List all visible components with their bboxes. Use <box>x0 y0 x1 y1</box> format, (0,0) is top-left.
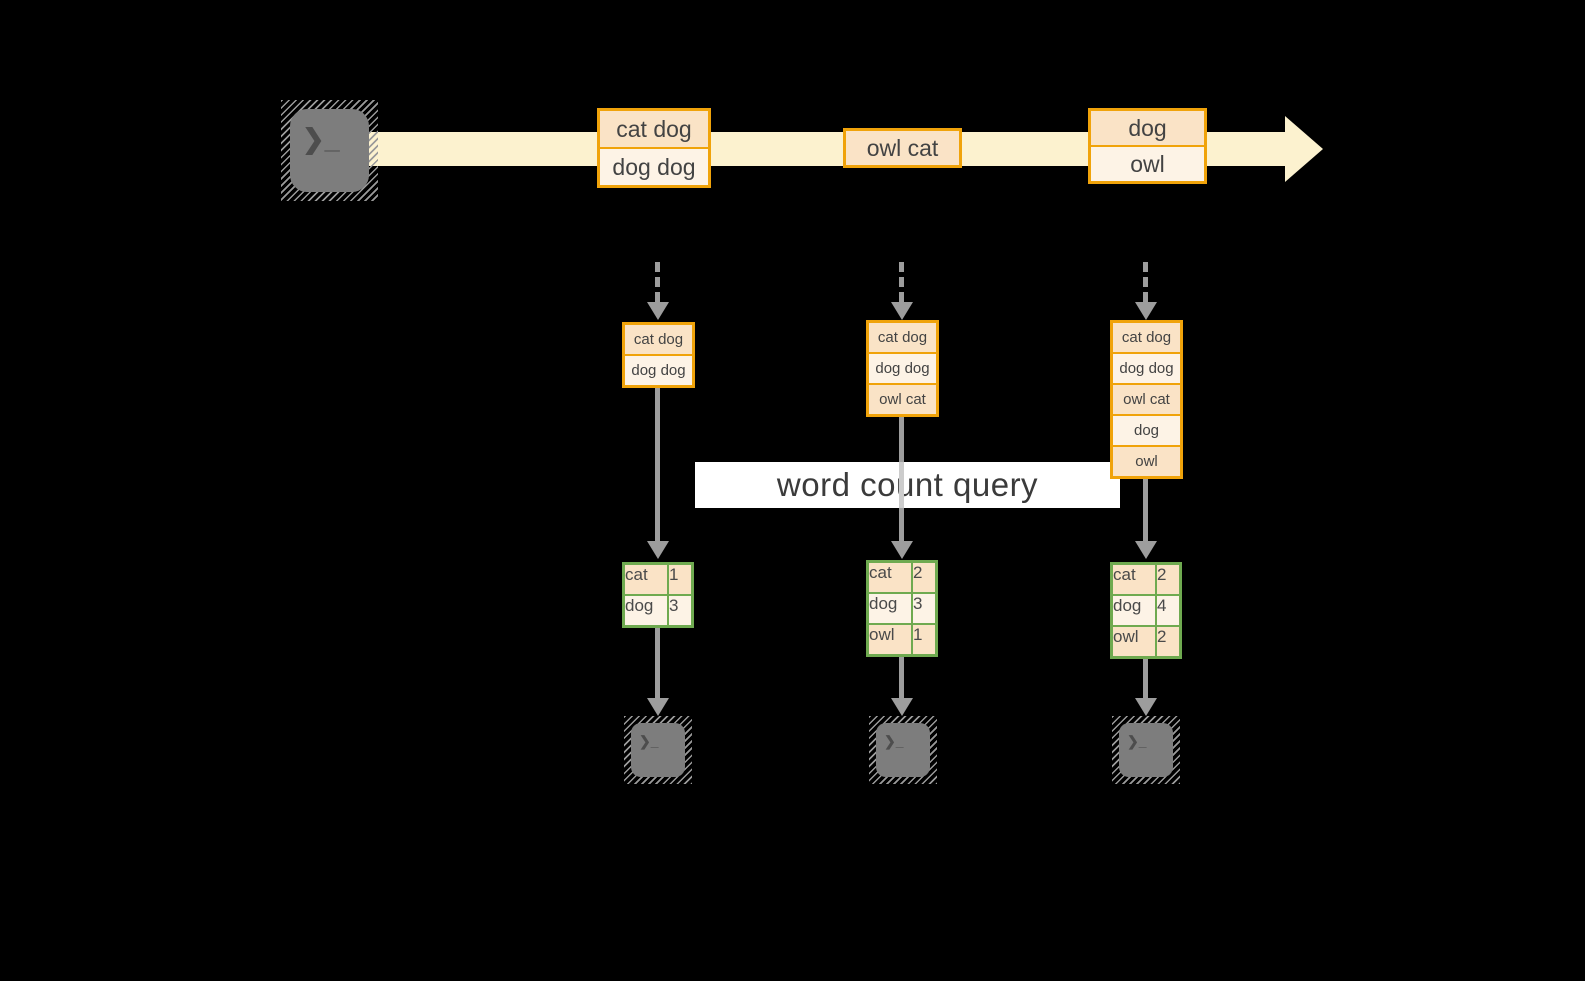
buffer-row: dog dog <box>869 354 936 383</box>
terminal-body <box>876 723 930 777</box>
buffer-row: dog dog <box>625 356 692 385</box>
output-arrow-head <box>891 698 913 716</box>
count-word: dog <box>1113 596 1155 625</box>
terminal-icon: ❯_ <box>624 716 692 784</box>
event-row: owl cat <box>846 131 959 165</box>
buffer-row: owl cat <box>1113 385 1180 414</box>
count-value: 2 <box>1157 627 1179 656</box>
query-arrow-head <box>891 541 913 559</box>
event-row: cat dog <box>600 111 708 147</box>
count-value: 1 <box>669 565 691 594</box>
query-label-band: word count query <box>695 462 1120 508</box>
count-table-2: cat 2 dog 3 owl 1 <box>866 560 938 657</box>
query-arrow-line <box>1143 479 1148 541</box>
count-word: owl <box>869 625 911 654</box>
query-arrow-through-band <box>899 462 904 508</box>
query-label: word count query <box>776 466 1039 503</box>
terminal-prompt-glyph: ❯_ <box>1127 733 1147 749</box>
state-buffer-3: cat dog dog dog owl cat dog owl <box>1110 320 1183 479</box>
output-arrow-line <box>655 628 660 698</box>
buffer-row: owl cat <box>869 385 936 414</box>
count-value: 3 <box>669 596 691 625</box>
count-table-1: cat 1 dog 3 <box>622 562 694 628</box>
count-value: 4 <box>1157 596 1179 625</box>
terminal-body <box>631 723 685 777</box>
buffer-row: dog <box>1113 416 1180 445</box>
terminal-icon: ❯_ <box>1112 716 1180 784</box>
count-word: owl <box>1113 627 1155 656</box>
stream-event-2: owl cat <box>843 128 962 168</box>
stream-event-3: dog owl <box>1088 108 1207 184</box>
count-word: cat <box>1113 565 1155 594</box>
count-word: dog <box>869 594 911 623</box>
buffer-row: cat dog <box>625 325 692 354</box>
query-arrow-head <box>647 541 669 559</box>
state-buffer-1: cat dog dog dog <box>622 322 695 388</box>
terminal-body <box>1119 723 1173 777</box>
terminal-icon: ❯_ <box>869 716 937 784</box>
buffer-row: cat dog <box>869 323 936 352</box>
stream-event-1: cat dog dog dog <box>597 108 711 188</box>
ingest-arrow-line <box>1143 262 1148 302</box>
terminal-icon: ❯_ <box>281 100 378 201</box>
count-value: 2 <box>913 563 935 592</box>
count-word: dog <box>625 596 667 625</box>
event-row: dog <box>1091 111 1204 145</box>
count-table-3: cat 2 dog 4 owl 2 <box>1110 562 1182 659</box>
ingest-arrow-head <box>647 302 669 320</box>
output-arrow-head <box>1135 698 1157 716</box>
count-word: cat <box>869 563 911 592</box>
output-arrow-head <box>647 698 669 716</box>
count-value: 1 <box>913 625 935 654</box>
ingest-arrow-head <box>891 302 913 320</box>
output-arrow-line <box>899 657 904 698</box>
ingest-arrow-head <box>1135 302 1157 320</box>
state-buffer-2: cat dog dog dog owl cat <box>866 320 939 417</box>
terminal-prompt-glyph: ❯_ <box>884 733 904 749</box>
query-arrow-line <box>655 388 660 541</box>
count-value: 3 <box>913 594 935 623</box>
stream-arrow-head <box>1285 116 1323 182</box>
output-arrow-line <box>1143 659 1148 698</box>
buffer-row: owl <box>1113 447 1180 476</box>
event-row: owl <box>1091 147 1204 181</box>
ingest-arrow-line <box>899 262 904 302</box>
terminal-prompt-glyph: ❯_ <box>639 733 659 749</box>
event-row: dog dog <box>600 149 708 185</box>
terminal-body <box>290 109 369 192</box>
buffer-row: cat dog <box>1113 323 1180 352</box>
buffer-row: dog dog <box>1113 354 1180 383</box>
count-value: 2 <box>1157 565 1179 594</box>
terminal-prompt-glyph: ❯_ <box>302 124 340 154</box>
ingest-arrow-line <box>655 262 660 302</box>
count-word: cat <box>625 565 667 594</box>
query-arrow-head <box>1135 541 1157 559</box>
